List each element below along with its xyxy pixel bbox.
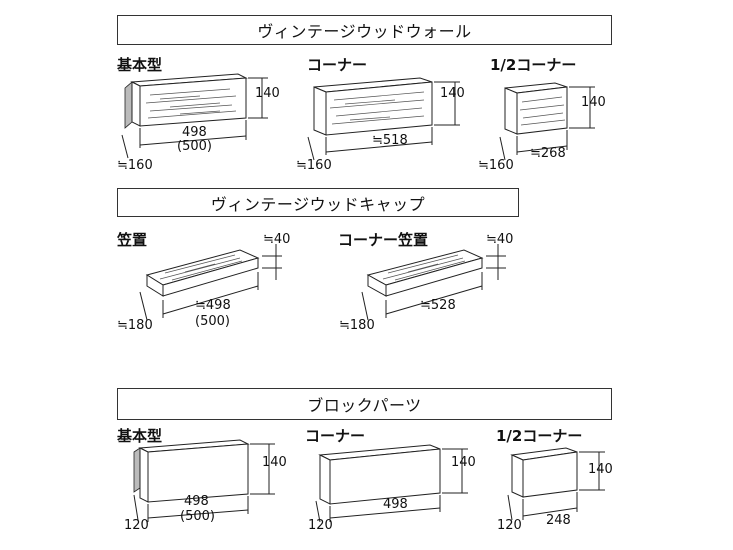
wall-basic-length-sub: (500)	[177, 139, 212, 154]
wall-section-title: ヴィンテージウッドウォール	[117, 15, 612, 45]
block-half-corner-depth: 120	[497, 518, 522, 533]
wall-half-corner-drawing	[499, 82, 595, 161]
wall-basic-label: 基本型	[117, 56, 163, 74]
block-section-title: ブロックパーツ	[117, 388, 612, 420]
block-corner-length: 498	[383, 497, 408, 512]
wall-half-corner-length: ≒268	[530, 146, 566, 161]
cap-kasagi-length: ≒498	[195, 298, 231, 313]
cap-kasagi-label: 笠置	[117, 231, 148, 249]
cap-kasagi-height: ≒40	[263, 232, 291, 247]
block-basic-length: 498	[184, 494, 209, 509]
block-basic-height: 140	[262, 455, 287, 470]
block-basic-label: 基本型	[117, 427, 163, 445]
block-half-corner-length: 248	[546, 513, 571, 528]
block-corner-label: コーナー	[305, 427, 366, 445]
block-corner-depth: 120	[308, 518, 333, 533]
wall-corner-length: ≒518	[372, 133, 408, 148]
wall-half-corner-label: 1/2コーナー	[490, 56, 577, 74]
wall-corner-height: 140	[440, 86, 465, 101]
cap-section-title: ヴィンテージウッドキャップ	[117, 188, 519, 217]
cap-kasagi-length-sub: (500)	[195, 314, 230, 329]
cap-kasagi-drawing	[139, 244, 282, 321]
wall-basic-depth: ≒160	[117, 158, 153, 173]
wall-basic-drawing	[121, 73, 268, 159]
block-corner-height: 140	[451, 455, 476, 470]
cap-corner-kasagi-length: ≒528	[420, 298, 456, 313]
block-half-corner-label: 1/2コーナー	[496, 427, 583, 445]
block-half-corner-drawing	[507, 447, 605, 521]
wall-basic-length: 498	[182, 125, 207, 140]
wall-half-corner-height: 140	[581, 95, 606, 110]
cap-corner-kasagi-depth: ≒180	[339, 318, 375, 333]
block-corner-drawing	[315, 444, 468, 523]
block-half-corner-height: 140	[588, 462, 613, 477]
cap-corner-kasagi-drawing	[361, 244, 506, 321]
block-basic-drawing	[133, 439, 275, 522]
wall-half-corner-depth: ≒160	[478, 158, 514, 173]
wall-basic-height: 140	[255, 86, 280, 101]
wall-corner-label: コーナー	[307, 56, 368, 74]
block-basic-depth: 120	[124, 518, 149, 533]
cap-corner-kasagi-height: ≒40	[486, 232, 514, 247]
wall-corner-drawing	[307, 77, 460, 161]
cap-corner-kasagi-label: コーナー笠置	[338, 231, 429, 249]
cap-kasagi-depth: ≒180	[117, 318, 153, 333]
wall-corner-depth: ≒160	[296, 158, 332, 173]
block-basic-length-sub: (500)	[180, 509, 215, 524]
